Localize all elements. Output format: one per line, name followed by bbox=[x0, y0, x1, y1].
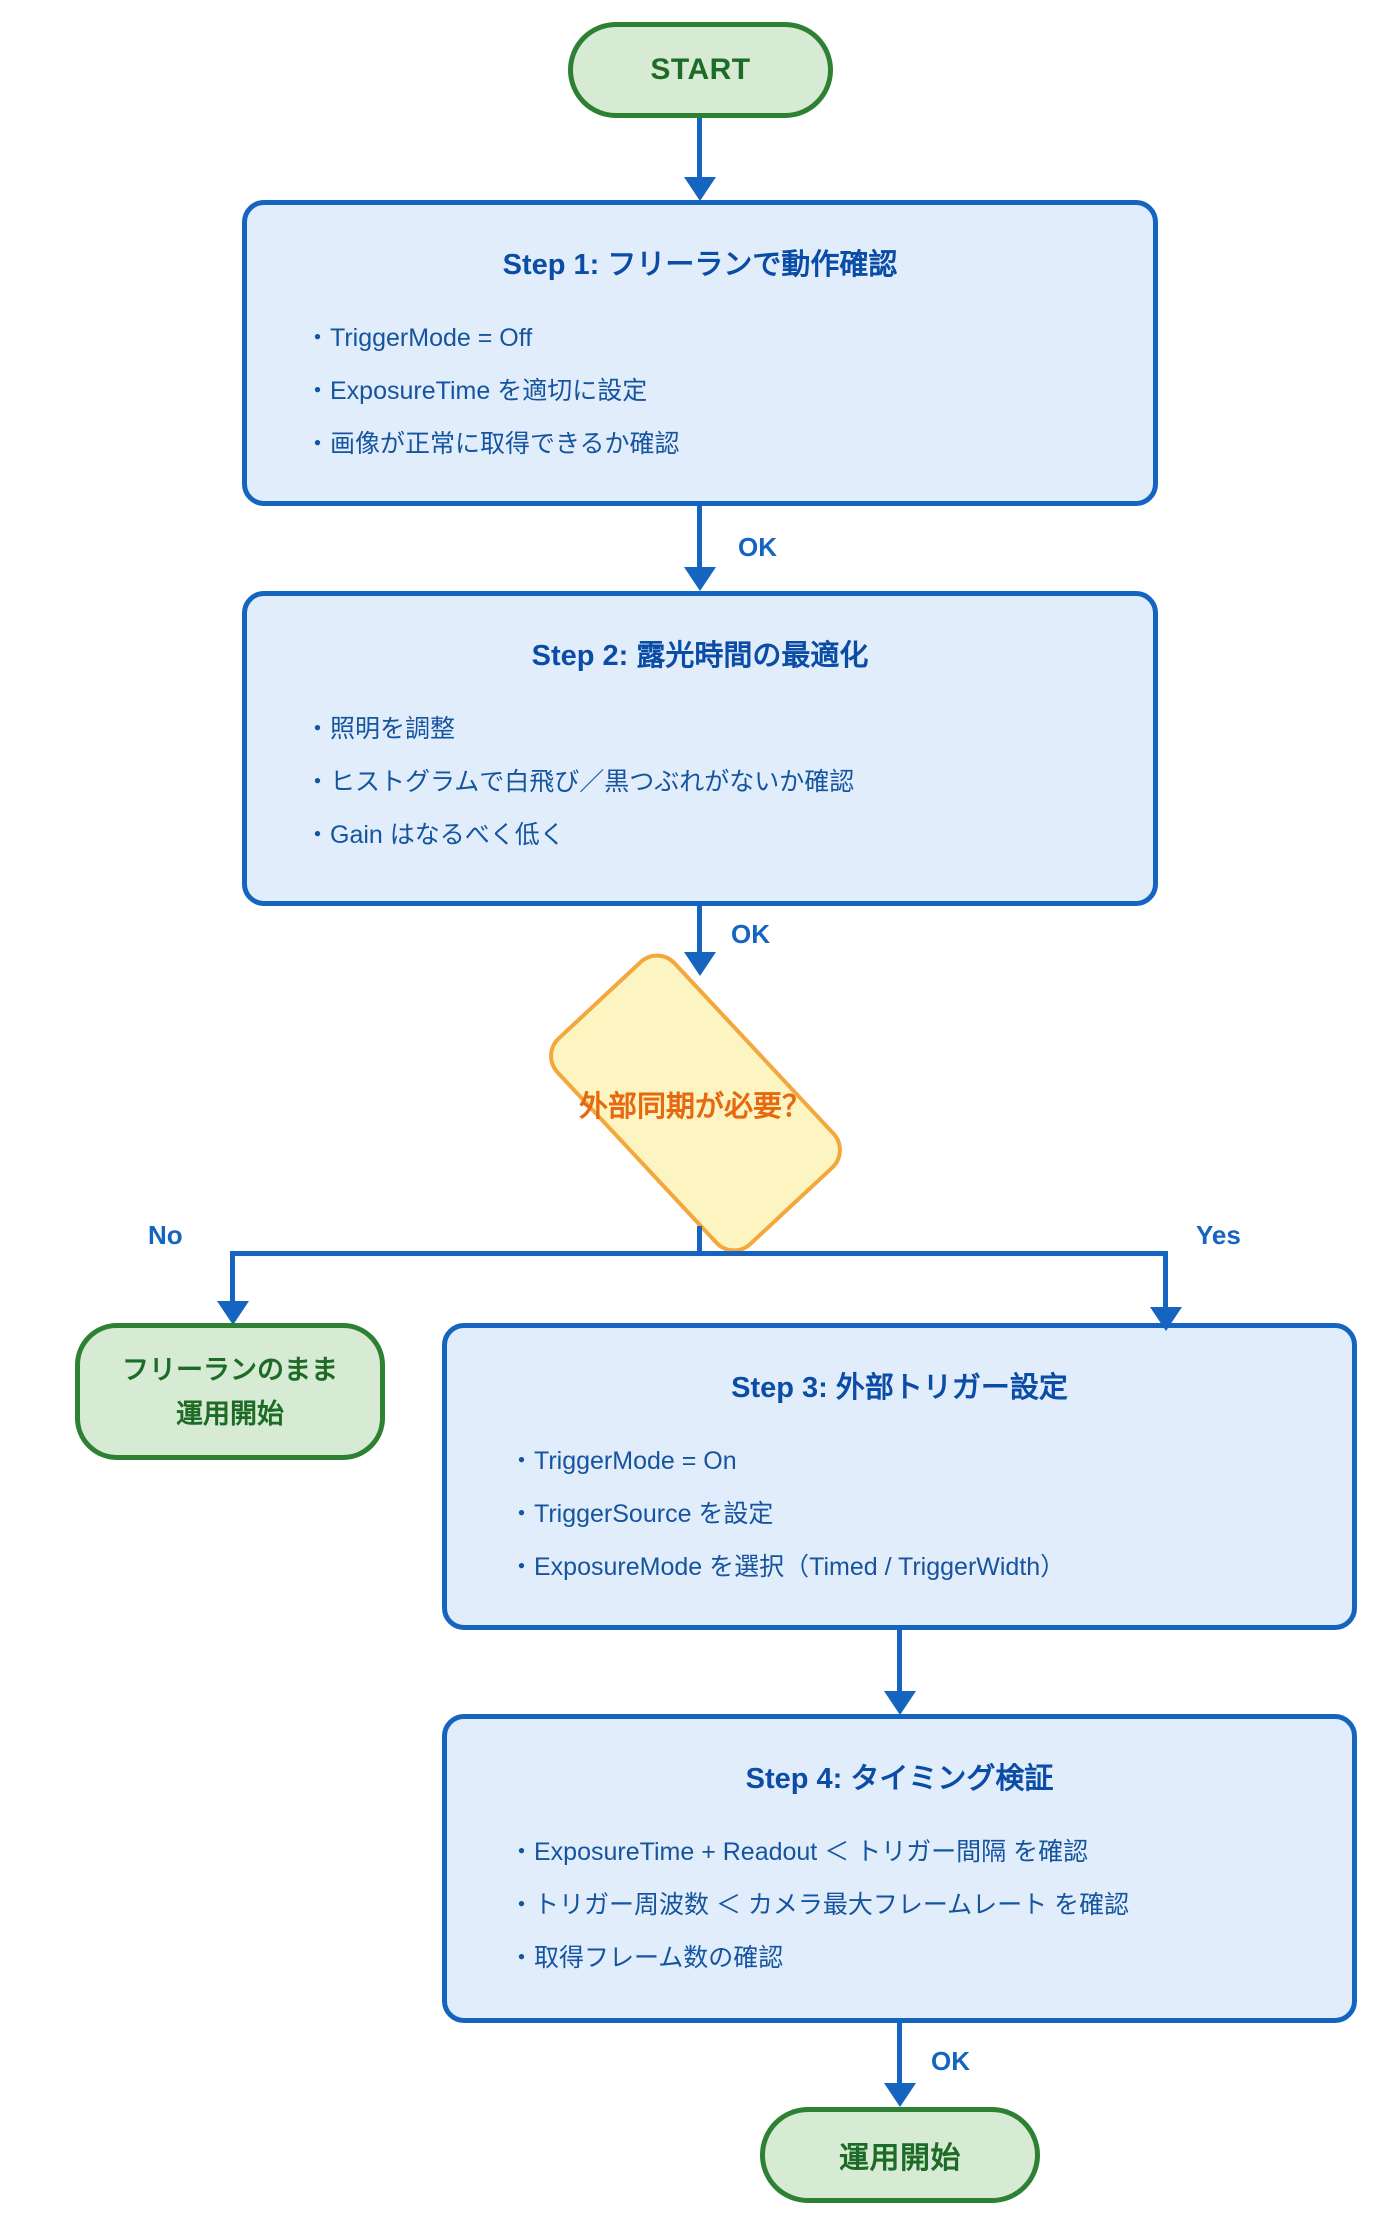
step3-item: ・TriggerMode = On bbox=[509, 1446, 737, 1475]
edge-label-ok-1: OK bbox=[738, 532, 777, 562]
step3-box: Step 3: 外部トリガー設定 ・TriggerMode = On ・Trig… bbox=[442, 1323, 1357, 1630]
edge-step1-step2-line bbox=[697, 506, 702, 568]
arrowhead-down-icon bbox=[684, 952, 716, 976]
step1-item: ・ExposureTime を適切に設定 bbox=[305, 376, 648, 405]
step2-item: ・照明を調整 bbox=[305, 714, 456, 743]
arrowhead-down-icon bbox=[884, 2083, 916, 2107]
step2-title: Step 2: 露光時間の最適化 bbox=[531, 640, 869, 672]
arrowhead-down-icon bbox=[684, 567, 716, 591]
step1-title: Step 1: フリーランで動作確認 bbox=[502, 249, 898, 281]
step4-item: ・ExposureTime + Readout ＜ トリガー間隔 を確認 bbox=[509, 1837, 1089, 1866]
edge-label-ok-2: OK bbox=[731, 919, 770, 949]
step2-item: ・Gain はなるべく低く bbox=[305, 820, 565, 849]
edge-step2-decision-line bbox=[697, 906, 702, 953]
edge-step3-step4-line bbox=[897, 1630, 902, 1692]
step1-item: ・TriggerMode = Off bbox=[305, 323, 533, 352]
edge-no-drop-line bbox=[230, 1251, 235, 1303]
edge-decision-stub-line bbox=[697, 1226, 702, 1256]
start-label: START bbox=[650, 53, 751, 86]
step2-box: Step 2: 露光時間の最適化 ・照明を調整 ・ヒストグラムで白飛び／黒つぶれ… bbox=[242, 591, 1158, 906]
step4-title: Step 4: タイミング検証 bbox=[745, 1763, 1054, 1795]
step1-box: Step 1: フリーランで動作確認 ・TriggerMode = Off ・E… bbox=[242, 200, 1158, 506]
arrowhead-down-icon bbox=[1150, 1307, 1182, 1331]
decision-label: 外部同期が必要？ bbox=[578, 1091, 811, 1123]
step2-items: ・照明を調整 ・ヒストグラムで白飛び／黒つぶれがないか確認 ・Gain はなるべ… bbox=[305, 700, 1129, 859]
edge-start-step1-line bbox=[697, 118, 702, 178]
step4-item: ・トリガー周波数 ＜ カメラ最大フレームレート を確認 bbox=[509, 1890, 1130, 1919]
edge-label-ok-3: OK bbox=[931, 2046, 970, 2076]
step2-item: ・ヒストグラムで白飛び／黒つぶれがないか確認 bbox=[305, 767, 855, 796]
edge-yes-drop-line bbox=[1163, 1251, 1168, 1309]
step4-box: Step 4: タイミング検証 ・ExposureTime + Readout … bbox=[442, 1714, 1357, 2023]
step3-title: Step 3: 外部トリガー設定 bbox=[731, 1372, 1068, 1404]
arrowhead-down-icon bbox=[684, 177, 716, 201]
step3-items: ・TriggerMode = On ・TriggerSource を設定 ・Ex… bbox=[509, 1432, 1328, 1591]
arrowhead-down-icon bbox=[217, 1301, 249, 1325]
step4-items: ・ExposureTime + Readout ＜ トリガー間隔 を確認 ・トリ… bbox=[509, 1823, 1328, 1982]
freerun-node: フリーランのまま 運用開始 bbox=[75, 1323, 385, 1460]
end-label: 運用開始 bbox=[839, 2142, 961, 2175]
freerun-label-line2: 運用開始 bbox=[176, 1398, 284, 1429]
step3-item: ・ExposureMode を選択（Timed / TriggerWidth） bbox=[509, 1552, 1066, 1581]
end-node: 運用開始 bbox=[760, 2107, 1040, 2203]
arrowhead-down-icon bbox=[884, 1691, 916, 1715]
start-node: START bbox=[568, 22, 833, 118]
edge-branch-rail-line bbox=[230, 1251, 1168, 1256]
step1-items: ・TriggerMode = Off ・ExposureTime を適切に設定 … bbox=[305, 309, 1129, 468]
step4-item: ・取得フレーム数の確認 bbox=[509, 1943, 784, 1972]
step3-item: ・TriggerSource を設定 bbox=[509, 1499, 774, 1528]
step1-item: ・画像が正常に取得できるか確認 bbox=[305, 429, 680, 458]
freerun-label-line1: フリーランのまま bbox=[122, 1354, 338, 1385]
edge-label-yes: Yes bbox=[1196, 1220, 1241, 1250]
edge-label-no: No bbox=[148, 1220, 183, 1250]
edge-step4-end-line bbox=[897, 2023, 902, 2084]
